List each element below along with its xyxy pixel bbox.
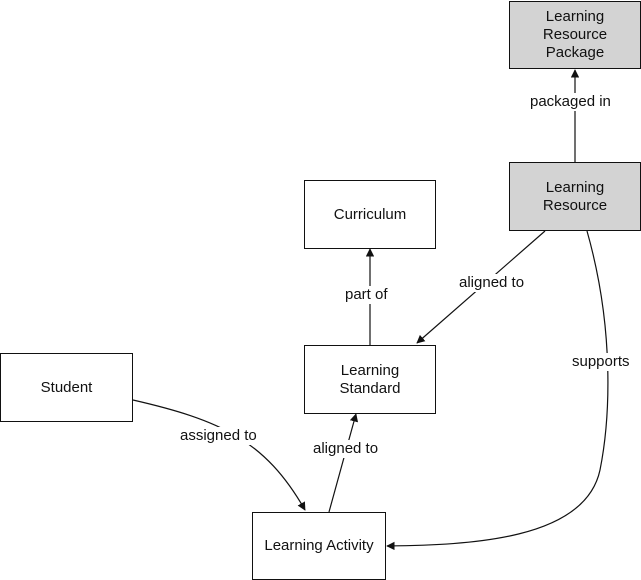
node-learning-standard: Learning Standard: [304, 345, 436, 414]
node-learning-resource-package: Learning Resource Package: [509, 1, 641, 69]
label-packaged-in: packaged in: [528, 93, 613, 111]
label-assigned-to: assigned to: [178, 427, 259, 445]
edge-activity-aligned-to: [328, 413, 359, 513]
node-student: Student: [0, 353, 133, 422]
label-part-of: part of: [343, 286, 390, 304]
edge-supports: [386, 230, 609, 551]
edge-assigned-to: [132, 399, 306, 511]
label-supports: supports: [570, 353, 632, 371]
node-curriculum: Curriculum: [304, 180, 436, 249]
node-learning-resource: Learning Resource: [509, 162, 641, 231]
label-activity-aligned-to: aligned to: [311, 440, 381, 458]
node-learning-activity: Learning Activity: [252, 512, 386, 580]
label-resource-aligned-to: aligned to: [457, 274, 527, 292]
